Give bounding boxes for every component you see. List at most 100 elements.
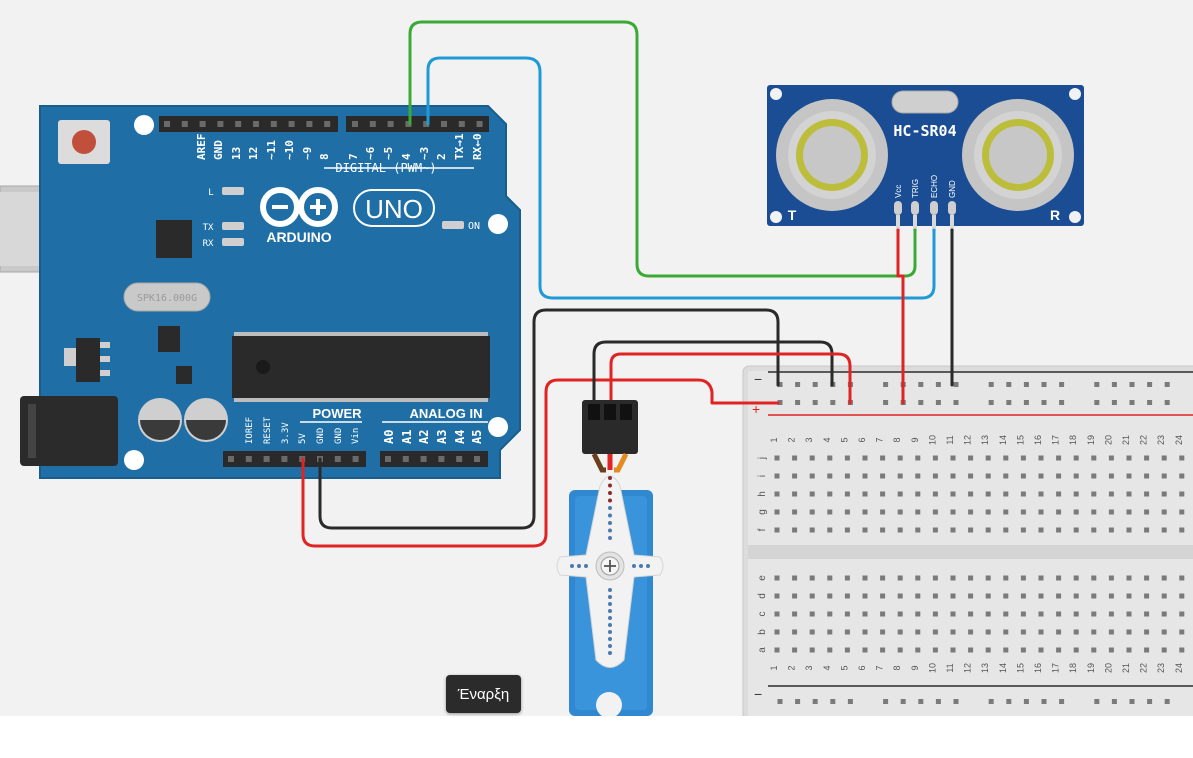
breadboard-hole[interactable] <box>827 629 833 635</box>
breadboard-hole[interactable] <box>809 473 815 479</box>
breadboard-hole[interactable] <box>1161 527 1167 533</box>
breadboard-hole[interactable] <box>915 527 921 533</box>
breadboard-hole[interactable] <box>915 491 921 497</box>
breadboard-hole[interactable] <box>1108 593 1114 599</box>
breadboard-hole[interactable] <box>897 491 903 497</box>
breadboard-hole[interactable] <box>774 509 780 515</box>
rail-hole[interactable] <box>1129 400 1135 405</box>
breadboard-hole[interactable] <box>1179 527 1185 533</box>
breadboard-hole[interactable] <box>1179 491 1185 497</box>
breadboard-hole[interactable] <box>1056 527 1062 533</box>
breadboard-hole[interactable] <box>968 611 974 617</box>
header-pin[interactable] <box>458 121 465 127</box>
rail-hole[interactable] <box>1094 699 1100 704</box>
breadboard-hole[interactable] <box>862 629 868 635</box>
breadboard-hole[interactable] <box>1091 629 1097 635</box>
breadboard-hole[interactable] <box>950 611 956 617</box>
breadboard-hole[interactable] <box>985 527 991 533</box>
breadboard-hole[interactable] <box>862 647 868 653</box>
sensor-pin[interactable] <box>930 201 938 215</box>
breadboard-hole[interactable] <box>774 647 780 653</box>
breadboard-hole[interactable] <box>1038 527 1044 533</box>
header-pin[interactable] <box>245 456 252 462</box>
breadboard-hole[interactable] <box>932 575 938 581</box>
breadboard-hole[interactable] <box>1108 647 1114 653</box>
breadboard-hole[interactable] <box>932 527 938 533</box>
breadboard-hole[interactable] <box>950 629 956 635</box>
breadboard-hole[interactable] <box>985 629 991 635</box>
breadboard-hole[interactable] <box>774 491 780 497</box>
breadboard-hole[interactable] <box>915 473 921 479</box>
arduino-uno-board[interactable]: SPK16.000G L TX RX ON ARDUINO UNO <box>0 105 521 479</box>
breadboard-hole[interactable] <box>1144 509 1150 515</box>
header-pin[interactable] <box>352 456 359 462</box>
breadboard-hole[interactable] <box>932 611 938 617</box>
breadboard-hole[interactable] <box>1003 473 1009 479</box>
breadboard-hole[interactable] <box>932 491 938 497</box>
rail-hole[interactable] <box>1006 382 1012 387</box>
breadboard-hole[interactable] <box>880 491 886 497</box>
start-simulation-button[interactable]: Έναρξη <box>446 675 521 713</box>
breadboard-hole[interactable] <box>1108 527 1114 533</box>
breadboard-hole[interactable] <box>968 575 974 581</box>
breadboard-hole[interactable] <box>774 527 780 533</box>
header-pin[interactable] <box>228 456 234 462</box>
breadboard-hole[interactable] <box>1126 509 1132 515</box>
breadboard-hole[interactable] <box>1056 491 1062 497</box>
breadboard-hole[interactable] <box>897 527 903 533</box>
breadboard-hole[interactable] <box>1038 509 1044 515</box>
breadboard-hole[interactable] <box>792 455 798 461</box>
breadboard-hole[interactable] <box>792 629 798 635</box>
breadboard-hole[interactable] <box>968 629 974 635</box>
rail-hole[interactable] <box>830 699 836 704</box>
rail-hole[interactable] <box>1164 400 1170 405</box>
breadboard-hole[interactable] <box>1091 593 1097 599</box>
breadboard-hole[interactable] <box>862 491 868 497</box>
breadboard-hole[interactable] <box>809 527 815 533</box>
rail-hole[interactable] <box>812 400 818 405</box>
breadboard-hole[interactable] <box>844 455 850 461</box>
breadboard-hole[interactable] <box>1020 629 1026 635</box>
breadboard-hole[interactable] <box>1091 509 1097 515</box>
breadboard-hole[interactable] <box>897 629 903 635</box>
rail-hole[interactable] <box>988 382 994 387</box>
breadboard-hole[interactable] <box>1003 509 1009 515</box>
breadboard-hole[interactable] <box>1038 611 1044 617</box>
breadboard-hole[interactable] <box>897 593 903 599</box>
breadboard-hole[interactable] <box>809 509 815 515</box>
breadboard-hole[interactable] <box>774 455 780 461</box>
breadboard-hole[interactable] <box>862 575 868 581</box>
breadboard-hole[interactable] <box>880 629 886 635</box>
breadboard-hole[interactable] <box>932 509 938 515</box>
breadboard-hole[interactable] <box>968 509 974 515</box>
breadboard-hole[interactable] <box>897 575 903 581</box>
breadboard-hole[interactable] <box>985 593 991 599</box>
breadboard-hole[interactable] <box>827 527 833 533</box>
breadboard-hole[interactable] <box>985 491 991 497</box>
breadboard-hole[interactable] <box>968 491 974 497</box>
breadboard-hole[interactable] <box>985 473 991 479</box>
breadboard-hole[interactable] <box>1020 509 1026 515</box>
breadboard-hole[interactable] <box>827 611 833 617</box>
rail-hole[interactable] <box>1164 382 1170 387</box>
header-pin[interactable] <box>306 121 313 127</box>
breadboard-hole[interactable] <box>809 575 815 581</box>
rail-hole[interactable] <box>1111 699 1117 704</box>
breadboard-hole[interactable] <box>862 509 868 515</box>
breadboard-hole[interactable] <box>915 455 921 461</box>
breadboard-hole[interactable] <box>1179 593 1185 599</box>
breadboard-hole[interactable] <box>1161 509 1167 515</box>
breadboard-hole[interactable] <box>1179 509 1185 515</box>
breadboard-hole[interactable] <box>844 575 850 581</box>
header-pin[interactable] <box>352 121 358 127</box>
breadboard-hole[interactable] <box>932 455 938 461</box>
rail-hole[interactable] <box>1111 382 1117 387</box>
breadboard-hole[interactable] <box>950 527 956 533</box>
header-pin[interactable] <box>405 121 412 127</box>
breadboard-hole[interactable] <box>1038 491 1044 497</box>
breadboard-hole[interactable] <box>827 575 833 581</box>
breadboard-hole[interactable] <box>985 611 991 617</box>
breadboard-hole[interactable] <box>862 527 868 533</box>
breadboard-hole[interactable] <box>880 455 886 461</box>
